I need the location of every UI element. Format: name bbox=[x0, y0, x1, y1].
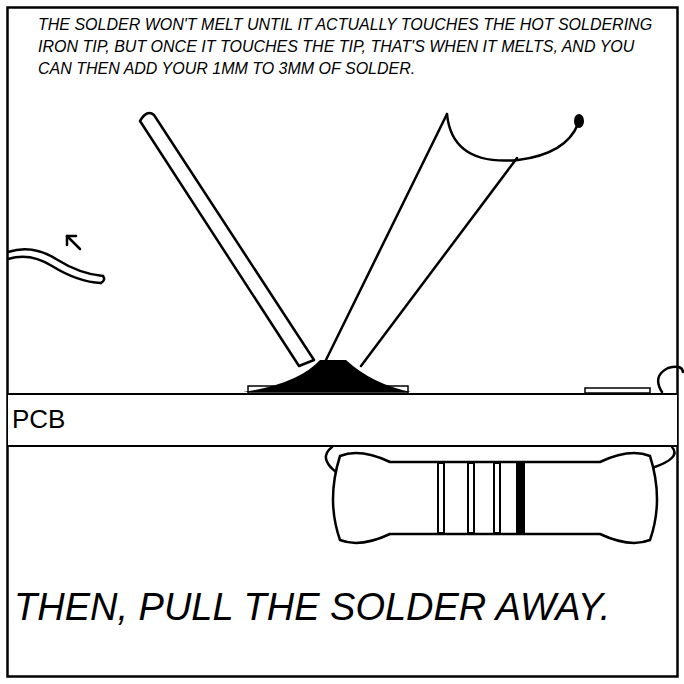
soldering-iron bbox=[323, 114, 578, 366]
resistor-symbol bbox=[333, 453, 657, 543]
board-label: PCB bbox=[8, 395, 65, 434]
instruction-note: THE SOLDER WON'T MELT UNTIL IT ACTUALLY … bbox=[38, 14, 663, 80]
iron-cord-end bbox=[574, 114, 584, 128]
pcb-band: PCB bbox=[8, 393, 677, 447]
solder-wire bbox=[140, 113, 314, 366]
caption: THEN, PULL THE SOLDER AWAY. bbox=[14, 584, 610, 630]
motion-arrow bbox=[67, 236, 80, 249]
panel-frame bbox=[8, 8, 678, 677]
component-lead bbox=[8, 249, 104, 283]
solder-joint bbox=[243, 360, 411, 392]
